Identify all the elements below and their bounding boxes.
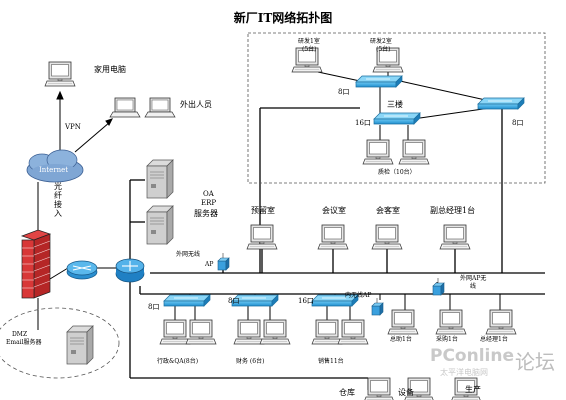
warehouse-label: 仓库: [339, 388, 355, 397]
fiber-label: 光纤 接入: [54, 182, 62, 218]
watermark-side: 论坛: [515, 350, 555, 374]
external-ap-right-label-2: 线: [470, 283, 477, 290]
production-label: 生产: [465, 385, 481, 394]
reserved-room-pc: [246, 224, 278, 250]
diagram-title: 新厂IT网络拓扑图: [233, 11, 333, 25]
watermark-sub: 太平洋电脑网: [440, 368, 488, 377]
meeting-room-pc: [317, 224, 349, 250]
sales-pc-2: [337, 319, 369, 345]
purchasing-pc: [435, 309, 467, 335]
admin-switch: [163, 294, 211, 307]
sales-label: 销售11台: [318, 358, 344, 365]
finance-pc-1: [233, 319, 265, 345]
home-pc-label: 家用电脑: [94, 65, 126, 74]
reception-label: 会客室: [376, 206, 400, 215]
gm-assistant-pc: [387, 309, 419, 335]
internet-cloud: [26, 149, 84, 183]
oa-server: [146, 159, 174, 199]
internal-ap-icon: [371, 297, 384, 316]
finance-ports: 8口: [228, 297, 240, 305]
rd2-count: (5台): [376, 46, 391, 53]
floor3-switch-top: [355, 75, 403, 88]
vpn-label: VPN: [65, 123, 81, 131]
external-ap-label: 外网无线: [176, 251, 201, 258]
internet-label: Internet: [39, 166, 69, 174]
external-ap-right-icon: [432, 277, 445, 296]
server-label: 服务器: [194, 209, 218, 218]
rd1-label: 研发1室: [298, 38, 320, 45]
finance-label: 财务 (6台): [236, 358, 265, 365]
sales-ports: 16口: [298, 297, 314, 305]
traveler-laptop-1: [109, 97, 141, 118]
oa-label: OA: [203, 190, 214, 198]
warehouse-pc: [363, 377, 395, 400]
external-ap-right-label: 外网AP无: [460, 275, 487, 282]
erp-server: [146, 205, 174, 245]
reserved-label: 预留室: [251, 206, 275, 215]
meeting-label: 会议室: [322, 206, 346, 215]
floor3-left-ports: 16口: [355, 119, 371, 127]
floor3-right-ports: 8口: [512, 119, 524, 127]
dmz-email-server: [66, 325, 94, 365]
email-server-label: Email服务器: [6, 339, 42, 346]
deputy-gm-pc: [439, 224, 471, 250]
gm-pc: [485, 309, 517, 335]
qc-label: 质检（10台）: [378, 169, 416, 176]
gm-assistant-label: 总助1台: [390, 336, 412, 343]
erp-label: ERP: [201, 199, 217, 207]
core-switch-icon: [66, 260, 98, 280]
dmz-label: DMZ: [12, 331, 28, 338]
reception-room-pc: [371, 224, 403, 250]
external-ap-label-2: AP: [205, 261, 214, 268]
sales-pc-1: [311, 319, 343, 345]
floor3-switch-right: [477, 97, 525, 110]
rd2-label: 研发2室: [370, 38, 392, 45]
admin-pc-1: [159, 319, 191, 345]
deputy-gm-label: 副总经理1台: [430, 206, 476, 215]
gm-label: 总经理1台: [480, 336, 508, 343]
equipment-label: 设备: [398, 388, 414, 397]
rd1-count: (5台): [302, 46, 317, 53]
purchasing-label: 采购1台: [436, 336, 458, 343]
finance-pc-2: [259, 319, 291, 345]
traveler-laptop-2: [144, 97, 176, 118]
router-icon: [115, 258, 145, 283]
admin-label: 行政&QA(8台): [157, 358, 199, 365]
admin-pc-2: [185, 319, 217, 345]
floor3-top-ports: 8口: [338, 88, 350, 96]
home-pc: [44, 61, 76, 87]
floor3-name: 三楼: [387, 100, 403, 109]
travelers-label: 外出人员: [180, 100, 212, 109]
qc-pc-2: [398, 139, 430, 165]
floor3-switch-left: [373, 112, 421, 125]
firewall-icon: [20, 229, 52, 299]
qc-pc-1: [362, 139, 394, 165]
internal-ap-label: 内无线AP: [345, 292, 372, 299]
watermark-brand: PConline: [430, 346, 515, 366]
admin-ports: 8口: [148, 303, 160, 311]
external-ap-icon: [217, 252, 230, 271]
